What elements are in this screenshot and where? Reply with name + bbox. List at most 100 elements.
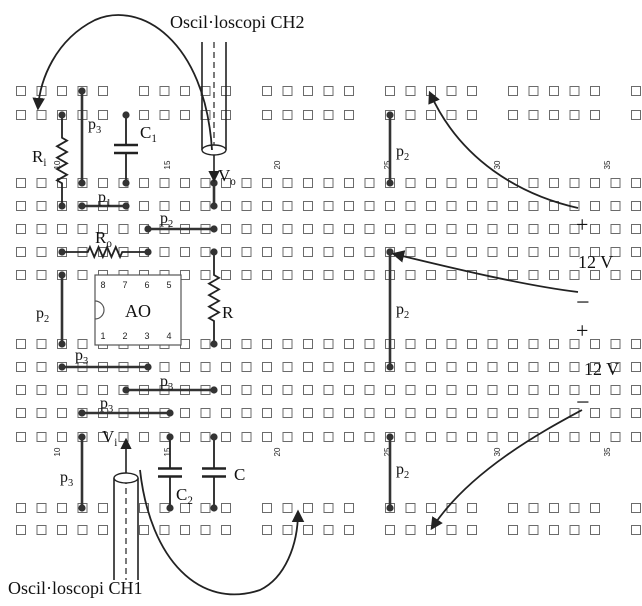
hole [549, 110, 559, 120]
probe-ch1-label: Oscil·loscopi CH1 [8, 578, 143, 598]
probe-ch1-tip [113, 472, 139, 484]
hole [303, 224, 313, 234]
hole [159, 178, 170, 188]
wire-end [78, 433, 86, 441]
hole [467, 178, 477, 188]
hole [180, 525, 190, 535]
label-p1-subscript: 1 [106, 198, 111, 209]
ic-pin-number: 6 [144, 280, 149, 290]
hole [426, 178, 436, 188]
hole [385, 224, 395, 234]
hole [569, 339, 580, 349]
hole [549, 525, 559, 535]
hole [426, 224, 436, 234]
hole [569, 408, 580, 418]
hole [590, 86, 600, 96]
hole [508, 525, 518, 535]
hole [139, 178, 149, 188]
column-number: 25 [383, 447, 392, 456]
hole [180, 110, 190, 120]
hole [241, 224, 252, 234]
hole [16, 339, 26, 349]
hole [385, 201, 395, 211]
hole [221, 432, 231, 442]
arrow-ch2-ground [32, 14, 213, 151]
hole [549, 270, 559, 280]
hole [364, 247, 375, 257]
hole [364, 339, 375, 349]
hole [57, 525, 67, 535]
oscilloscope-probes [32, 14, 583, 596]
hole [487, 408, 498, 418]
label-plus: + [576, 212, 588, 237]
hole [549, 503, 559, 513]
ic-pin-number: 1 [100, 331, 105, 341]
hole [590, 270, 600, 280]
hole [467, 201, 477, 211]
hole [16, 201, 26, 211]
hole [508, 339, 518, 349]
hole [405, 362, 416, 372]
hole [36, 270, 47, 280]
hole [262, 201, 272, 211]
hole [426, 339, 436, 349]
jumper-wires [58, 87, 394, 512]
hole [528, 339, 539, 349]
hole [631, 339, 641, 349]
capacitor-lead-end [166, 433, 174, 441]
hole [364, 408, 375, 418]
hole [508, 503, 518, 513]
hole [262, 86, 272, 96]
hole [159, 86, 170, 96]
hole [323, 432, 334, 442]
label-p2-subscript: 2 [168, 219, 173, 230]
wire-end [144, 225, 152, 233]
resistor-lead [210, 248, 218, 256]
hole [98, 525, 108, 535]
hole [57, 432, 67, 442]
hole [139, 525, 149, 535]
hole [221, 339, 231, 349]
hole [16, 432, 26, 442]
hole [323, 408, 334, 418]
hole [36, 201, 47, 211]
label-c1-subscript: 1 [151, 133, 157, 145]
hole [508, 408, 518, 418]
hole [159, 362, 170, 372]
ic-notch [94, 300, 105, 320]
hole [303, 525, 313, 535]
wire-end [144, 363, 152, 371]
arrow-supply-ground [391, 250, 579, 293]
hole [344, 201, 354, 211]
hole [16, 385, 26, 395]
hole [344, 224, 354, 234]
hole [426, 201, 436, 211]
hole [569, 110, 580, 120]
hole [36, 110, 47, 120]
hole [77, 525, 88, 535]
wire-end [78, 504, 86, 512]
hole [262, 432, 272, 442]
hole [487, 432, 498, 442]
hole [364, 224, 375, 234]
column-number: 30 [493, 160, 502, 169]
ic-pin-number: 7 [122, 280, 127, 290]
hole [405, 247, 416, 257]
hole [631, 408, 641, 418]
hole [631, 224, 641, 234]
wire-end [210, 225, 218, 233]
hole [569, 178, 580, 188]
hole [344, 270, 354, 280]
hole [241, 408, 252, 418]
hole [262, 362, 272, 372]
hole [549, 178, 559, 188]
hole [262, 224, 272, 234]
probe-ch2-tip [201, 144, 227, 156]
hole [364, 178, 375, 188]
hole [221, 503, 231, 513]
hole [467, 110, 477, 120]
label-ro: Ro [95, 228, 112, 250]
hole [631, 362, 641, 372]
hole [405, 503, 416, 513]
